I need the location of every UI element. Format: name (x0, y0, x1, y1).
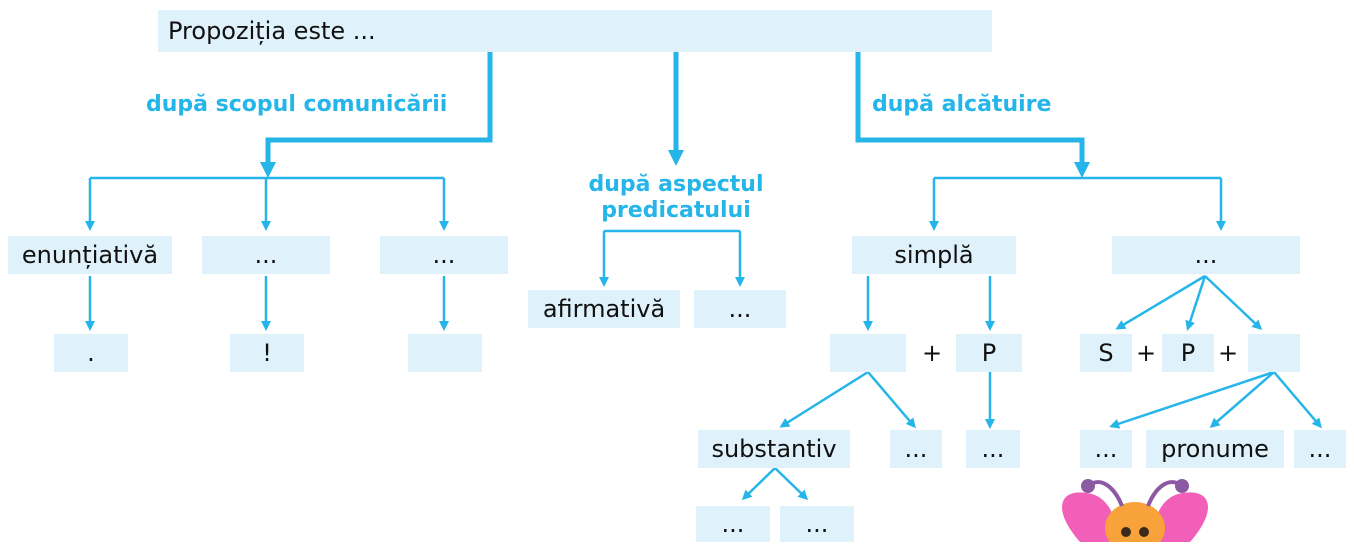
label-aspect-line1: după aspectul (588, 172, 764, 197)
alc-box-pronume-text: pronume (1161, 435, 1269, 463)
alc-box-dots-c-text: ... (1094, 435, 1118, 463)
label-alcatuire: după alcătuire (872, 92, 1052, 117)
alc-box-dots-d-text: ... (1308, 435, 1332, 463)
alc-box-predicate-left-text: P (981, 339, 997, 367)
comm-box-enuntiativa-text: enunțiativă (21, 241, 159, 269)
label-aspect: după aspectul predicatului (570, 172, 782, 224)
root-box: Propoziția este ... (158, 10, 992, 52)
comm-box-3: ... (380, 236, 508, 274)
alc-box-predicate-right: P (1162, 334, 1214, 372)
alc-box-predicate-right-text: P (1180, 339, 1196, 367)
arrow-to-comm (260, 52, 493, 178)
alc-box-dots-a-text: ... (904, 435, 928, 463)
comm-box-3-text: ... (432, 241, 456, 269)
aspect-box-afirmativa-text: afirmativă (542, 295, 666, 323)
alc-box-substantiv-text: substantiv (711, 435, 837, 463)
alc-box-substantiv: substantiv (698, 430, 850, 468)
arrow-to-alcatuire (855, 52, 1090, 178)
comm-box-2: ... (202, 236, 330, 274)
punct-box-1: . (54, 334, 128, 372)
alc-box-dots-f: ... (780, 506, 854, 542)
punct-box-1-text: . (87, 339, 95, 367)
alc-box-dots-a: ... (890, 430, 942, 468)
plus-sign-1: + (921, 339, 943, 367)
comm-box-enuntiativa: enunțiativă (8, 236, 172, 274)
alc-box-subject-right-text: S (1098, 339, 1114, 367)
alc-box-simpla: simplă (852, 236, 1016, 274)
alc-box-predicate-left: P (956, 334, 1022, 372)
aspect-box-2-text: ... (728, 295, 752, 323)
comm-box-2-text: ... (254, 241, 278, 269)
alc-box-dots-b: ... (966, 430, 1020, 468)
plus-sign-2: + (1135, 339, 1157, 367)
alc-box-subject-blank (830, 334, 906, 372)
alc-box-dezvoltata-text: ... (1194, 241, 1218, 269)
alc-box-pronume: pronume (1146, 430, 1284, 468)
punct-box-2-text: ! (262, 339, 272, 367)
alc-box-right-blank (1248, 334, 1300, 372)
alc-box-simpla-text: simplă (894, 241, 974, 269)
alc-box-dots-e-text: ... (721, 510, 745, 538)
alc-box-subject-right: S (1080, 334, 1132, 372)
alc-box-dezvoltata: ... (1112, 236, 1300, 274)
aspect-box-afirmativa: afirmativă (528, 290, 680, 328)
label-comm: după scopul comunicării (146, 92, 448, 117)
punct-box-2: ! (230, 334, 304, 372)
plus-sign-3: + (1217, 339, 1239, 367)
alc-box-dots-c: ... (1080, 430, 1132, 468)
alc-box-dots-f-text: ... (805, 510, 829, 538)
aspect-box-2: ... (694, 290, 786, 328)
label-aspect-line2: predicatului (601, 198, 751, 223)
root-text: Propoziția este ... (168, 17, 376, 45)
alc-box-dots-b-text: ... (981, 435, 1005, 463)
alc-box-dots-d: ... (1294, 430, 1346, 468)
punct-box-3 (408, 334, 482, 372)
butterfly-mascot-icon (1030, 468, 1240, 546)
alc-box-dots-e: ... (696, 506, 770, 542)
